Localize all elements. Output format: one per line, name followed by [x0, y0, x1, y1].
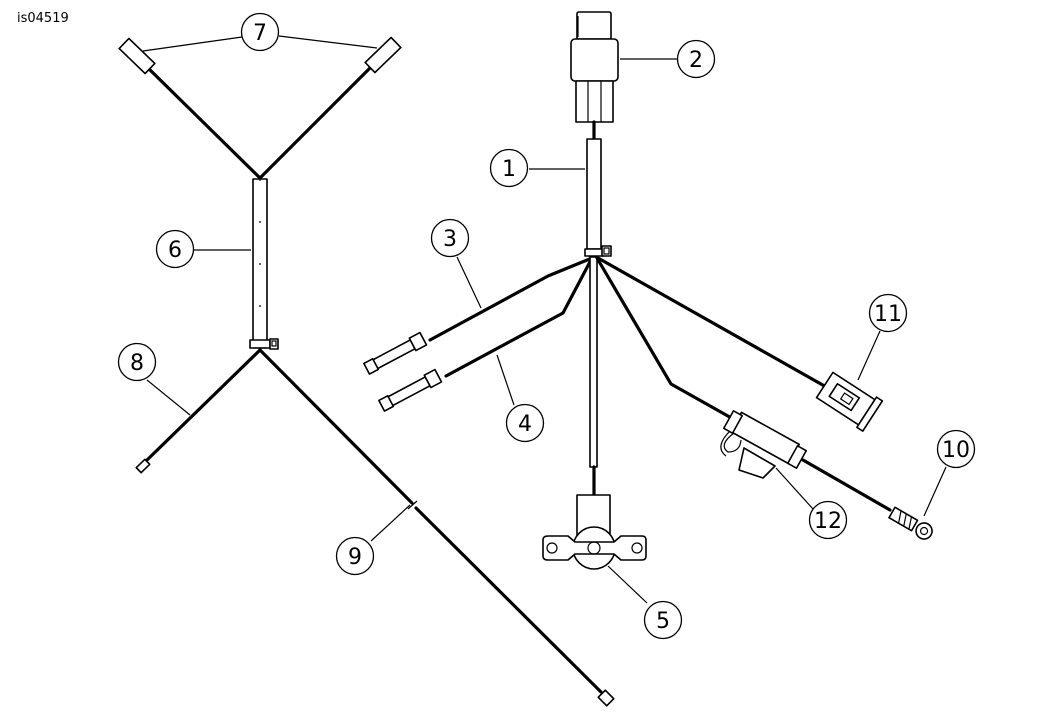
callout-12: 12: [808, 500, 848, 540]
callout-5: 5: [643, 600, 683, 640]
figure-id: is04519: [17, 11, 69, 26]
fuse-holder-12: [720, 410, 808, 479]
right-harness: [363, 11, 933, 570]
wire-to-fuse-holder: [595, 256, 737, 422]
long-lower-wire: [258, 348, 414, 505]
svg-text:10: 10: [942, 438, 970, 463]
left-harness: [118, 36, 615, 707]
svg-text:4: 4: [518, 412, 532, 437]
svg-text:2: 2: [689, 48, 703, 73]
right-top-connector: [364, 36, 402, 74]
left-harness-clip: [249, 339, 271, 349]
svg-text:7: 7: [253, 21, 267, 46]
wire-to-connector-4: [444, 256, 594, 378]
svg-text:3: 3: [443, 227, 457, 252]
wire-to-connector-3: [428, 256, 594, 342]
right-harness-clip: [584, 248, 604, 257]
svg-text:6: 6: [168, 238, 182, 263]
left-harness-sleeve: [252, 178, 268, 342]
sensor-5: [542, 494, 647, 570]
top-relay-connector: [570, 11, 619, 123]
svg-text:11: 11: [874, 302, 902, 327]
right-harness-clip-tab: [601, 245, 612, 257]
callout-1: 1: [489, 148, 529, 188]
svg-text:12: 12: [814, 509, 842, 534]
callout-8: 8: [117, 342, 157, 382]
long-wire-terminal: [597, 689, 615, 707]
svg-text:1: 1: [502, 157, 516, 182]
callout-7: 7: [240, 12, 280, 52]
svg-text:5: 5: [656, 609, 670, 634]
ring-terminal-10: [888, 506, 933, 540]
callout-3: 3: [430, 218, 470, 258]
leader-lines: [142, 35, 947, 604]
wire-to-connector-11: [596, 256, 830, 390]
connector-11: [815, 371, 884, 432]
callout-10: 10: [936, 429, 976, 469]
inline-connector-3: [363, 331, 428, 375]
right-harness-sleeve: [586, 138, 602, 250]
callout-2: 2: [676, 39, 716, 79]
center-wire-sleeve: [589, 256, 598, 468]
short-wire-terminal: [135, 458, 151, 474]
inline-connector-4: [378, 368, 443, 412]
callout-6: 6: [155, 229, 195, 269]
svg-text:9: 9: [348, 545, 362, 570]
left-upper-wire: [144, 64, 262, 180]
left-top-connector: [118, 37, 156, 75]
left-harness-clip-tab: [269, 338, 279, 350]
callout-11: 11: [868, 293, 908, 333]
wire-to-ring-terminal: [801, 458, 892, 512]
svg-text:8: 8: [130, 351, 144, 376]
callout-4: 4: [505, 403, 545, 443]
callout-9: 9: [335, 536, 375, 576]
short-lower-wire: [144, 348, 262, 463]
right-upper-wire: [258, 64, 374, 180]
